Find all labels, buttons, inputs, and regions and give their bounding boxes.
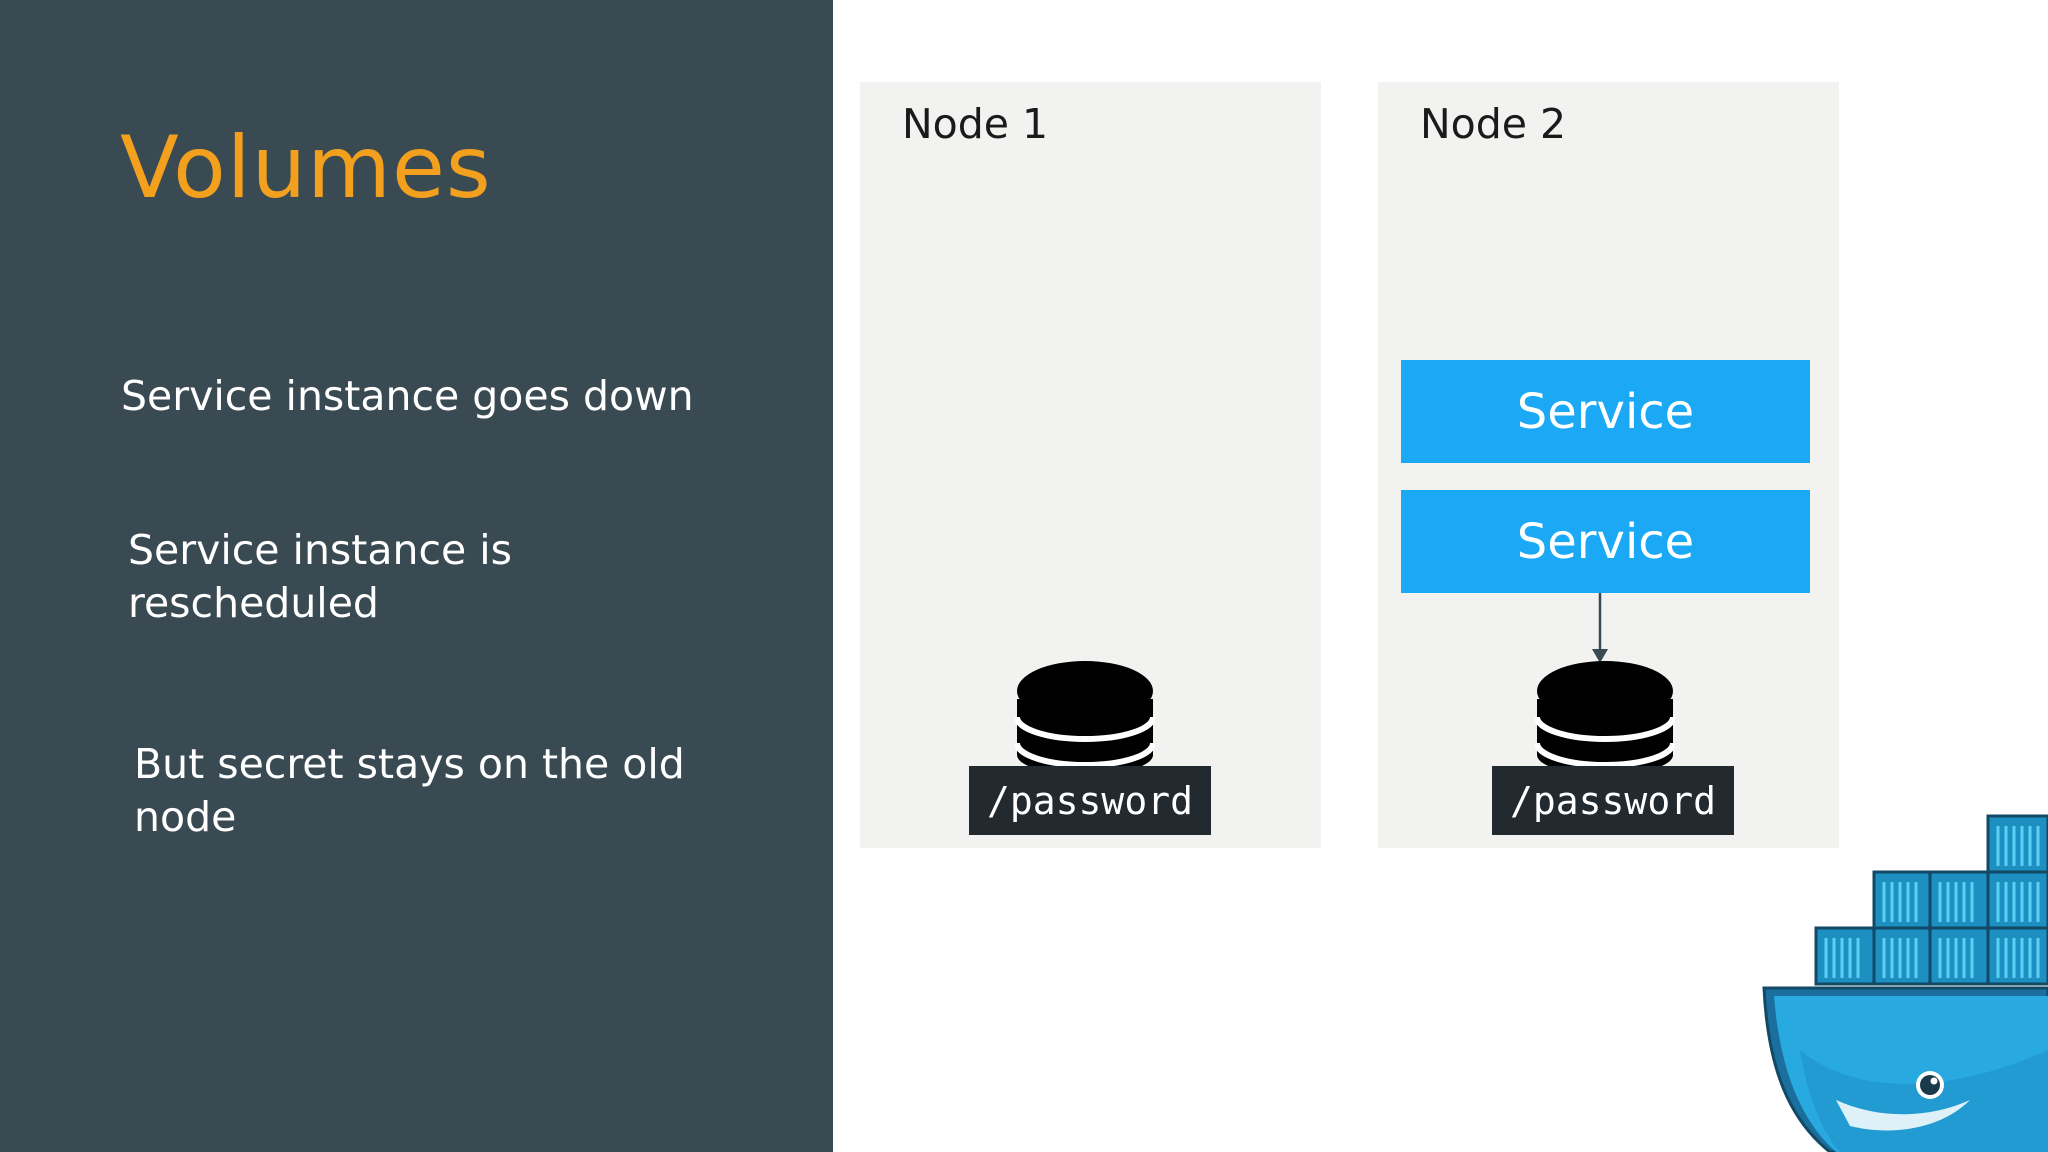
node-1-title: Node 1 [902,100,1049,148]
docker-whale-logo [1762,814,2048,1152]
service-box-1: Service [1401,360,1810,463]
bullet-3: But secret stays on the old node [134,740,685,841]
service-box-2: Service [1401,490,1810,593]
arrow-down [1592,593,1608,663]
slide-title: Volumes [120,118,492,218]
node-1: Node 1 /password [860,82,1321,848]
bullet-2: Service instance is rescheduled [128,526,513,627]
bullet-1: Service instance goes down [121,372,694,420]
node-2-title: Node 2 [1420,100,1567,148]
node-2: Node 2 Service Service /password [1378,82,1839,848]
database-icon [1535,661,1675,772]
database-icon [1015,661,1155,772]
left-panel: Volumes Service instance goes down Servi… [0,0,833,1152]
node-2-volume-label: /password [1492,766,1734,835]
node-1-volume-label: /password [969,766,1211,835]
